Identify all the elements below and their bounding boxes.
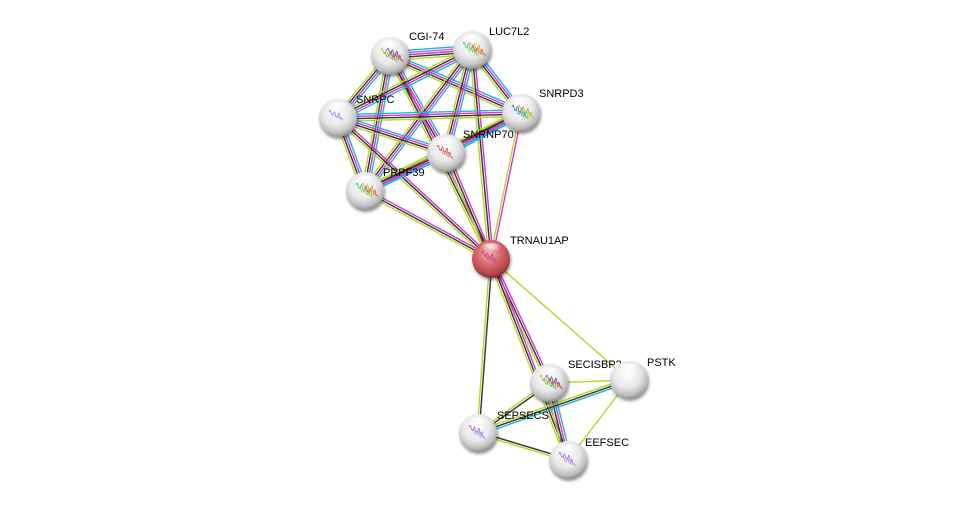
edge-evidence-textmining (388, 58, 520, 117)
node-highlight (537, 367, 561, 381)
edge-evidence-databases (367, 56, 394, 192)
edge-evidence-coexpression (490, 258, 550, 384)
edge-evidence-experiments (337, 111, 521, 118)
edge-evidence-textmining (336, 120, 446, 157)
node-eefsec[interactable]: EEFSEC (549, 437, 629, 479)
edge-evidence-coexpression (363, 55, 390, 191)
node-highlight (479, 243, 503, 257)
edge-evidence-experiments (492, 257, 552, 383)
edge-prpf39-trnau1ap[interactable] (363, 188, 493, 262)
node-secisbp2[interactable]: SECISBP2 (530, 359, 622, 402)
edge-evidence-coexpression (338, 113, 522, 120)
node-highlight (617, 364, 641, 378)
node-pstk[interactable]: PSTK (610, 357, 676, 399)
edge-evidence-textmining (489, 112, 521, 259)
edge-evidence-textmining (338, 115, 522, 122)
node-highlight (556, 444, 580, 458)
edge-evidence-experiments (390, 54, 522, 113)
node-sepsecs[interactable]: SEPSECS (459, 410, 549, 452)
node-label: TRNAU1AP (510, 235, 569, 247)
node-highlight (434, 137, 458, 151)
edge-pstk-sepsecs[interactable] (477, 377, 630, 436)
edge-evidence-databases (391, 52, 523, 111)
node-highlight (353, 175, 377, 189)
edge-snrpd3-trnau1ap[interactable] (489, 112, 523, 260)
edge-evidence-coexpression (337, 117, 492, 260)
edge-evidence-textmining (476, 258, 491, 433)
edge-evidence-experiments (447, 151, 494, 259)
edge-evidence-textmining (336, 119, 490, 262)
edge-snrnp70-trnau1ap[interactable] (443, 151, 494, 261)
edge-evidence-databases (478, 381, 630, 436)
edge-snrpc-trnau1ap[interactable] (336, 115, 493, 262)
node-label: LUC7L2 (489, 26, 529, 38)
node-cgi-74[interactable]: CGI-74 (371, 31, 444, 75)
edge-evidence-textmining (363, 192, 491, 262)
edge-evidence-coexpression (490, 258, 569, 461)
edge-evidence-textmining (361, 55, 388, 191)
edge-trnau1ap-eefsec[interactable] (488, 257, 571, 462)
node-snrpc[interactable]: SNRPC (319, 94, 395, 137)
node-label: CGI-74 (409, 31, 444, 43)
edge-trnau1ap-pstk[interactable] (490, 258, 630, 381)
node-label: SEPSECS (497, 410, 549, 422)
edge-evidence-coexpression (337, 48, 472, 118)
edge-evidence-experiments (365, 56, 392, 192)
edge-luc7l2-snrpc[interactable] (336, 46, 474, 122)
edge-evidence-coexpression (364, 190, 492, 260)
edge-evidence-databases (337, 109, 521, 116)
node-highlight (466, 417, 490, 431)
edge-evidence-coexpression (471, 49, 492, 260)
node-label: PRPF39 (383, 167, 425, 179)
node-snrpd3[interactable]: SNRPD3 (502, 88, 584, 132)
node-label: EEFSEC (585, 437, 629, 449)
edge-evidence-experiments (365, 50, 474, 193)
edge-evidence-experiments (365, 188, 493, 258)
edge-evidence-experiments (339, 115, 493, 258)
edge-cgi-74-prpf39[interactable] (361, 55, 394, 192)
node-luc7l2[interactable]: LUC7L2 (453, 26, 529, 69)
edge-evidence-coexpression (363, 48, 472, 191)
edge-evidence-experiments (338, 50, 473, 120)
node-highlight (378, 40, 402, 54)
edge-trnau1ap-sepsecs[interactable] (476, 258, 493, 434)
node-label: SNRNP70 (463, 129, 514, 141)
edge-evidence-coexpression (389, 56, 521, 115)
node-label: SNRPC (356, 94, 395, 106)
edge-evidence-textmining (336, 46, 471, 116)
edge-evidence-textmining (488, 259, 567, 462)
node-trnau1ap[interactable]: TRNAU1AP (472, 235, 569, 278)
node-highlight (460, 34, 484, 48)
edge-evidence-coexpression (478, 259, 493, 434)
node-prpf39[interactable]: PRPF39 (346, 167, 425, 210)
node-highlight (326, 102, 350, 116)
edge-evidence-textmining (469, 50, 490, 260)
edge-cgi-74-snrpd3[interactable] (388, 52, 523, 117)
edge-evidence-textmining (443, 153, 490, 261)
edge-luc7l2-trnau1ap[interactable] (469, 49, 494, 260)
node-label: PSTK (647, 357, 676, 369)
node-label: SECISBP2 (568, 359, 622, 371)
edge-evidence-databases (367, 51, 476, 194)
edge-evidence-databases (339, 52, 474, 122)
edge-evidence-experiments (492, 257, 571, 460)
edge-evidence-coexpression (445, 152, 492, 260)
node-highlight (509, 97, 533, 111)
edge-evidence-coexpression (477, 379, 630, 434)
node-snrnp70[interactable]: SNRNP70 (427, 129, 514, 172)
edge-evidence-databases (338, 114, 448, 151)
node-label: SNRPD3 (539, 88, 584, 100)
edge-evidence-experiments (473, 49, 494, 259)
edge-evidence-textmining (490, 258, 630, 381)
edge-evidence-textmining (477, 377, 629, 432)
edge-evidence-experiments (491, 113, 523, 260)
edge-snrpc-snrpd3[interactable] (337, 109, 522, 122)
